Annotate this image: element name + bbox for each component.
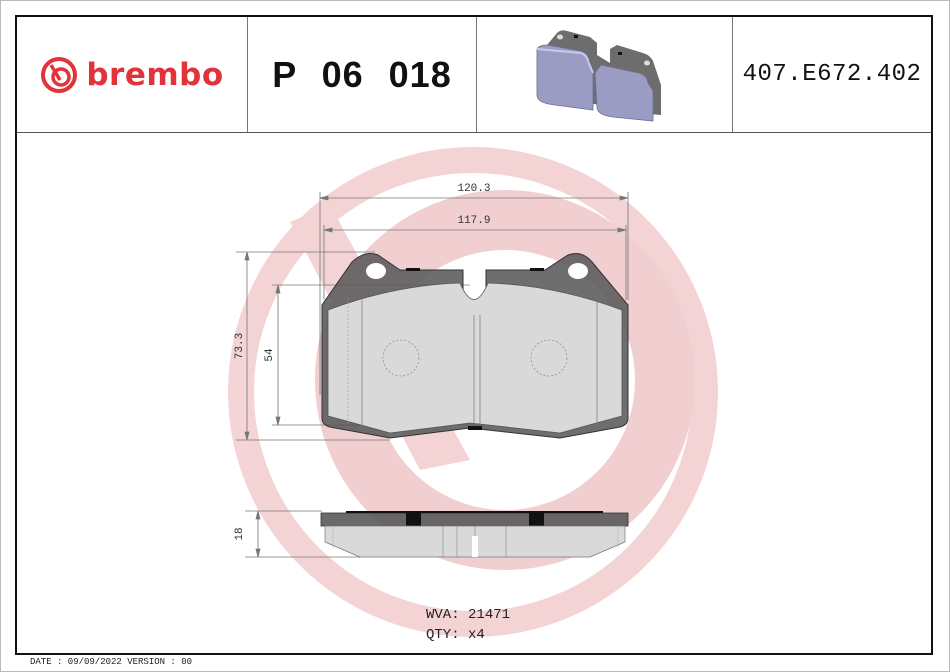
footer-date-version: DATE : 09/09/2022 VERSION : 00 (30, 657, 193, 667)
brake-pad-front-view (321, 253, 629, 439)
wva-label: WVA: (426, 607, 460, 623)
brake-pad-3d-icon (536, 29, 661, 121)
dim-overall-height-label: 73.3 (234, 333, 246, 359)
dimension-friction-width (323, 225, 627, 300)
title-block: brembo P 06 018 407.E672.402 (17, 17, 931, 133)
brake-pad-side-view (320, 511, 629, 558)
product-image-cell (477, 17, 733, 132)
qty-value: x4 (468, 627, 485, 643)
dimension-overall-height (236, 251, 390, 441)
wva-row: WVA: 21471 (426, 605, 510, 625)
dim-friction-height-label: 54 (264, 348, 276, 362)
brembo-logo-icon (41, 56, 78, 93)
dim-overall-width-label: 120.3 (457, 183, 490, 195)
drawing-sheet: brembo P 06 018 407.E672.402 (15, 15, 933, 655)
part-number-cell: P 06 018 (248, 17, 477, 132)
part-info: WVA: 21471 QTY: x4 (426, 605, 510, 645)
brand-name: brembo (86, 56, 224, 93)
wva-value: 21471 (468, 607, 511, 623)
dim-thickness-label: 18 (234, 527, 246, 540)
part-number: P 06 018 (272, 53, 452, 95)
brand-logo: brembo (17, 17, 248, 132)
dim-friction-width-label: 117.9 (457, 215, 490, 227)
qty-label: QTY: (426, 627, 460, 643)
dimension-overall-width (319, 192, 629, 395)
dimension-thickness (245, 510, 360, 558)
reference-code-cell: 407.E672.402 (733, 17, 931, 132)
qty-row: QTY: x4 (426, 625, 510, 645)
reference-code: 407.E672.402 (742, 61, 922, 88)
